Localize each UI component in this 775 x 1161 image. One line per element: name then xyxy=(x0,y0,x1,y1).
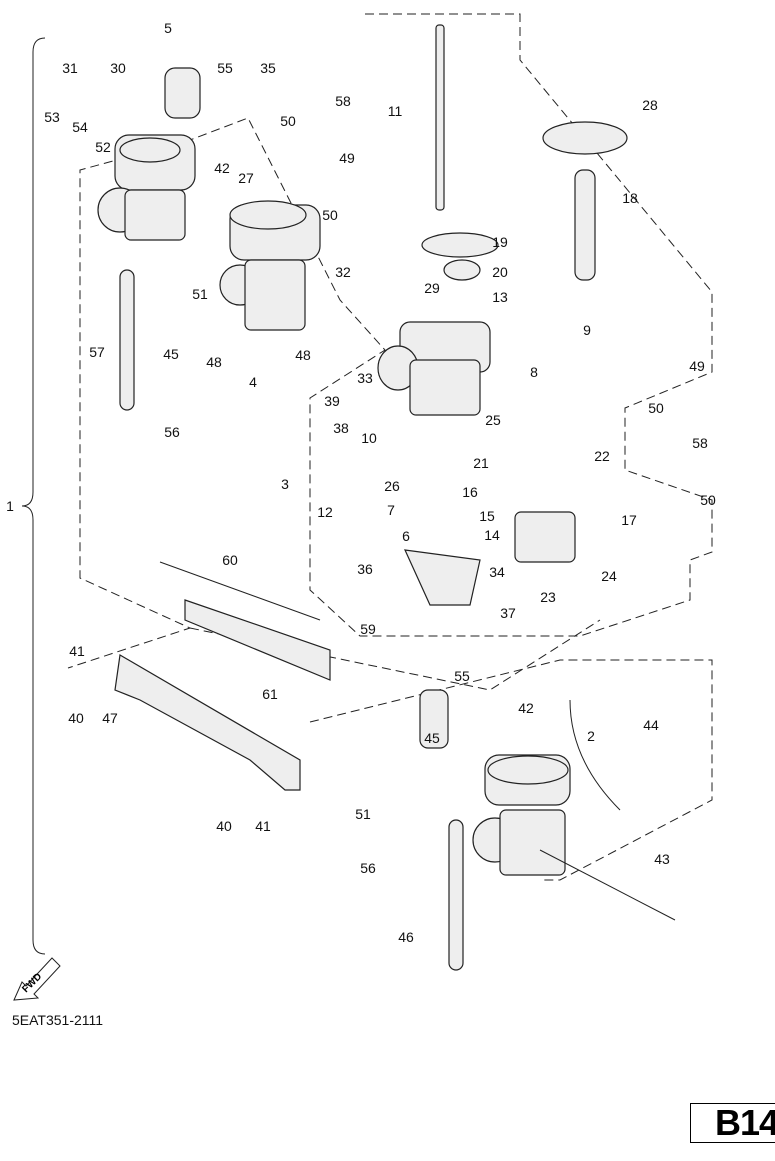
carburetor-2 xyxy=(472,754,571,876)
callout: 5 xyxy=(164,20,172,36)
callout: 41 xyxy=(255,818,271,834)
callout: 60 xyxy=(222,552,238,568)
callout: 34 xyxy=(489,564,505,580)
callout: 33 xyxy=(357,370,373,386)
callout: 7 xyxy=(387,502,395,518)
callout: 49 xyxy=(339,150,355,166)
callout: 13 xyxy=(492,289,508,305)
callout: 19 xyxy=(492,234,508,250)
callout: 55 xyxy=(454,668,470,684)
callout: 9 xyxy=(583,322,591,338)
callout: 44 xyxy=(643,717,659,733)
callout: 32 xyxy=(335,264,351,280)
callout: 48 xyxy=(295,347,311,363)
callout: 25 xyxy=(485,412,501,428)
float-bowl xyxy=(404,511,576,606)
callout: 1 xyxy=(6,498,14,514)
callout: 15 xyxy=(479,508,495,524)
callout: 3 xyxy=(281,476,289,492)
throttle-linkage xyxy=(114,561,331,791)
callout: 54 xyxy=(72,119,88,135)
callout: 40 xyxy=(68,710,84,726)
callout: 45 xyxy=(163,346,179,362)
callout: 42 xyxy=(214,160,230,176)
callout: 61 xyxy=(262,686,278,702)
carburetor-5 xyxy=(97,134,196,241)
callout: 12 xyxy=(317,504,333,520)
drawing-code: 5EAT351-2111 xyxy=(12,1012,104,1028)
callout: 6 xyxy=(402,528,410,544)
callout: 46 xyxy=(398,929,414,945)
callout: 29 xyxy=(424,280,440,296)
callout: 11 xyxy=(388,103,403,119)
callout: 50 xyxy=(280,113,296,129)
callout: 37 xyxy=(500,605,516,621)
callout: 26 xyxy=(384,478,400,494)
callout: 10 xyxy=(361,430,377,446)
callout: 48 xyxy=(206,354,222,370)
carburetor-3 xyxy=(377,321,491,416)
callout: 28 xyxy=(642,97,658,113)
callout: 2 xyxy=(587,728,595,744)
page-reference-box: B14 xyxy=(690,1103,775,1143)
callout: 39 xyxy=(324,393,340,409)
callout: 45 xyxy=(424,730,440,746)
fwd-label: FWD xyxy=(20,971,44,995)
callout: 4 xyxy=(249,374,257,390)
callout: 36 xyxy=(357,561,373,577)
assembly-brace xyxy=(21,37,46,955)
callout: 41 xyxy=(69,643,85,659)
callout: 53 xyxy=(44,109,60,125)
callout: 20 xyxy=(492,264,508,280)
carburetor-4 xyxy=(219,200,321,331)
callout: 58 xyxy=(692,435,708,451)
callout: 59 xyxy=(360,621,376,637)
callout: 17 xyxy=(621,512,637,528)
callout: 18 xyxy=(622,190,638,206)
fwd-arrow-icon: FWD xyxy=(13,957,61,1001)
callout: 47 xyxy=(102,710,118,726)
callout: 49 xyxy=(689,358,705,374)
callout: 8 xyxy=(530,364,538,380)
callout: 50 xyxy=(700,492,716,508)
callout: 21 xyxy=(473,455,489,471)
callout-labels: 5 31 30 55 35 53 54 52 58 50 49 50 42 27… xyxy=(6,20,716,945)
callout: 57 xyxy=(89,344,105,360)
callout: 38 xyxy=(333,420,349,436)
callout: 50 xyxy=(648,400,664,416)
top-cover-and-spring xyxy=(421,24,628,281)
page-reference: B14 xyxy=(715,1103,775,1143)
callout: 51 xyxy=(355,806,371,822)
callout: 31 xyxy=(62,60,78,76)
callout: 50 xyxy=(322,207,338,223)
callout: 43 xyxy=(654,851,670,867)
callout: 51 xyxy=(192,286,208,302)
callout: 42 xyxy=(518,700,534,716)
callout: 27 xyxy=(238,170,254,186)
callout: 14 xyxy=(484,527,500,543)
callout: 58 xyxy=(335,93,351,109)
callout: 55 xyxy=(217,60,233,76)
callout: 40 xyxy=(216,818,232,834)
callout: 22 xyxy=(594,448,610,464)
callout: 56 xyxy=(360,860,376,876)
callout: 52 xyxy=(95,139,111,155)
callout: 30 xyxy=(110,60,126,76)
callout: 16 xyxy=(462,484,478,500)
callout: 24 xyxy=(601,568,617,584)
callout: 35 xyxy=(260,60,276,76)
callout: 23 xyxy=(540,589,556,605)
group-outline-carb2 xyxy=(309,659,713,881)
hoses xyxy=(119,67,676,971)
callout: 56 xyxy=(164,424,180,440)
